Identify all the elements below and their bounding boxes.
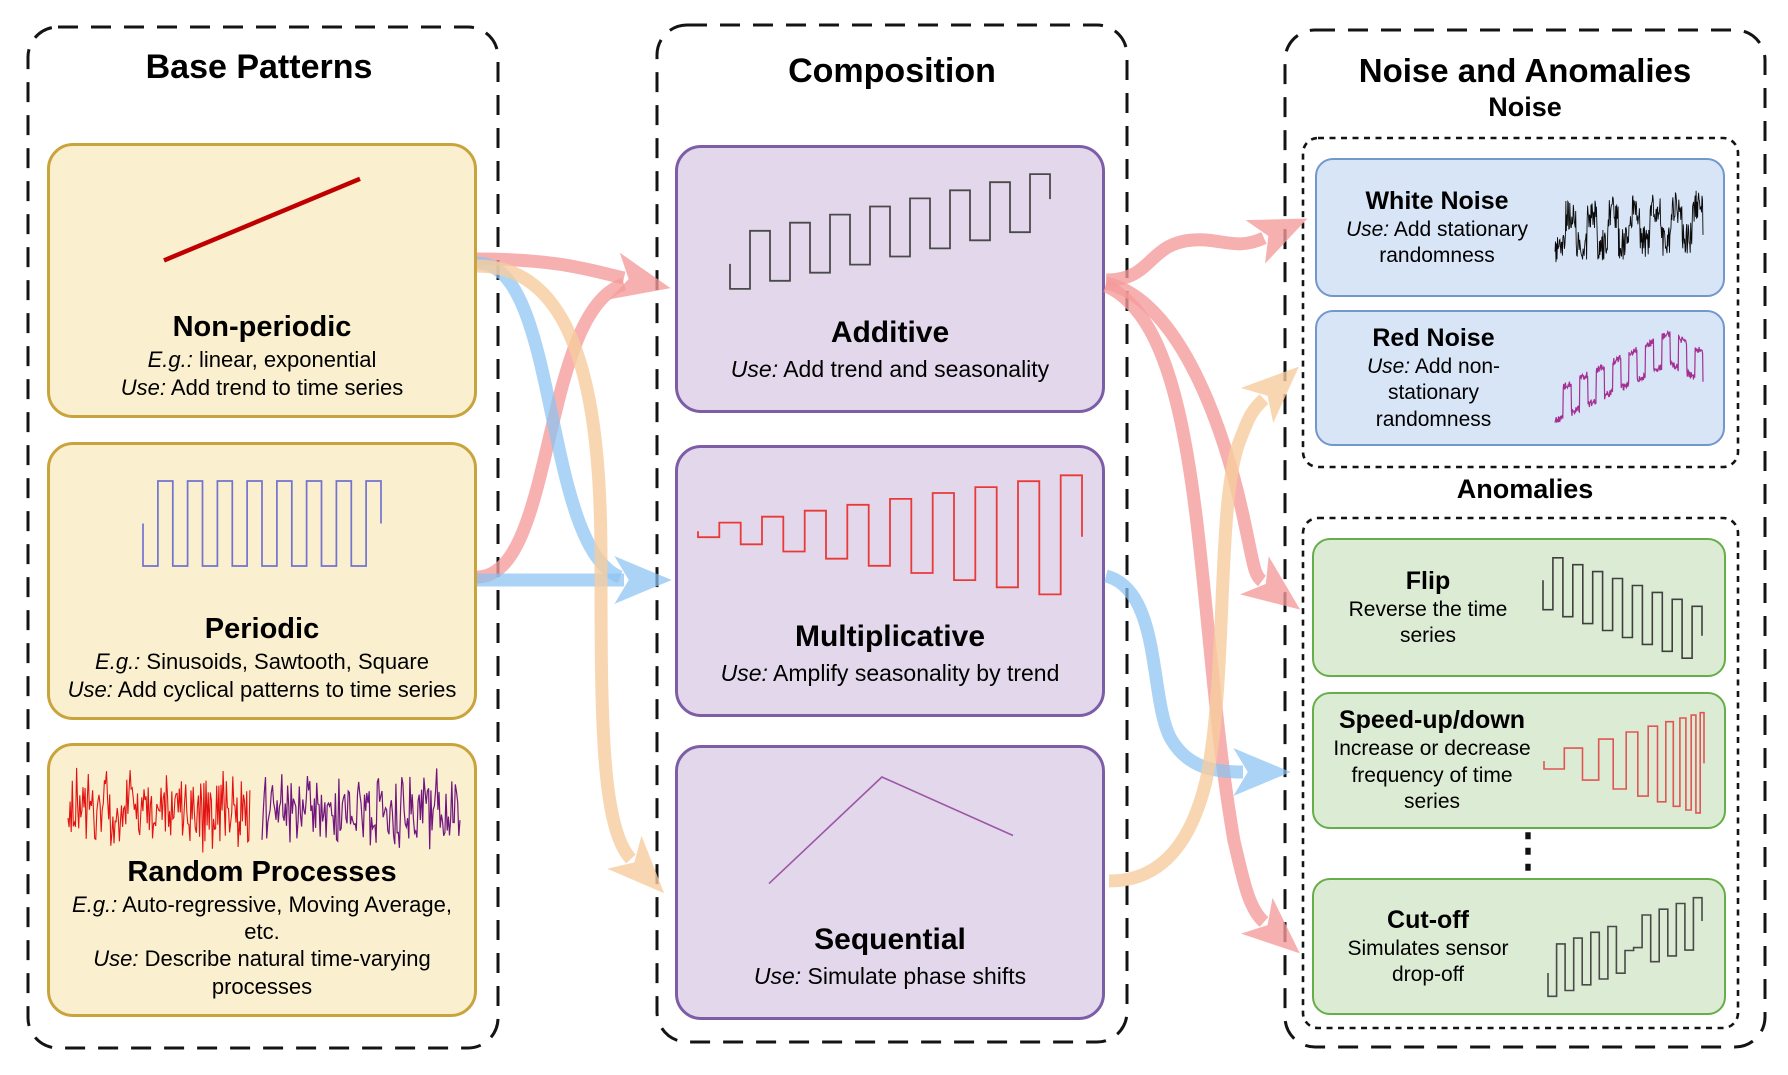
arrow-sequential-to-red-noise <box>1108 366 1299 888</box>
arrow-additive-to-flip <box>1104 276 1301 610</box>
use-text: Add cyclical patterns to time series <box>117 676 457 702</box>
non-periodic-box: Non-periodic E.g.: linear, exponential U… <box>47 143 477 418</box>
use-label: Use: <box>753 963 802 990</box>
red-noise-title: Red Noise <box>1372 323 1495 352</box>
arrow-additive-to-white-noise <box>1105 218 1308 287</box>
white-noise-wave-icon <box>1554 190 1704 263</box>
arrow-multiplicative-to-speed-up-down <box>1103 569 1291 796</box>
white-noise-title: White Noise <box>1365 186 1509 215</box>
red-noise-box: Red Noise Use: Add non-stationary random… <box>1315 310 1725 446</box>
peak-line-icon <box>768 776 1014 885</box>
arrow-non-periodic-to-additive <box>476 252 671 300</box>
rising-line-icon <box>163 176 361 263</box>
eg-label: E.g.: <box>95 649 141 675</box>
eg-text: Sinusoids, Sawtooth, Square <box>146 649 429 675</box>
use-text: Add trend and seasonality <box>783 356 1050 383</box>
use-label: Use: <box>67 676 113 702</box>
noise-pair-icon <box>67 767 461 853</box>
speed-up-down-text: Speed-up/down Increase or decrease frequ… <box>1328 705 1536 815</box>
speed-up-down-desc: Increase or decrease frequency of time s… <box>1333 737 1531 814</box>
use-text: Describe natural time-varying processes <box>144 946 431 999</box>
additive-box: Additive Use: Add trend and seasonality <box>675 145 1105 413</box>
non-periodic-use: Use: Add trend to time series <box>121 374 404 401</box>
random-processes-box: Random Processes E.g.: Auto-regressive, … <box>47 743 477 1017</box>
cut-off-text: Cut-off Simulates sensor drop-off <box>1328 905 1528 989</box>
multiplicative-title: Multiplicative <box>794 620 986 654</box>
cut-off-desc: Simulates sensor drop-off <box>1347 936 1509 986</box>
non-periodic-eg: E.g.: linear, exponential <box>148 346 377 373</box>
white-noise-text: White Noise Use: Add stationary randomne… <box>1331 186 1543 270</box>
square-wave-icon <box>142 480 382 567</box>
multiplicative-box: Multiplicative Use: Amplify seasonality … <box>675 445 1105 717</box>
ellipsis-dots: ⋮ <box>1508 825 1548 877</box>
use-text: Amplify seasonality by trend <box>773 660 1060 687</box>
arrow-additive-to-cut-off <box>1103 280 1300 954</box>
eg-text: Auto-regressive, Moving Average, etc. <box>122 891 452 945</box>
additive-title: Additive <box>830 316 950 350</box>
sequential-use: Use: Simulate phase shifts <box>754 962 1026 991</box>
use-text: Add trend to time series <box>170 374 404 400</box>
cut-off-box: Cut-off Simulates sensor drop-off <box>1312 878 1726 1015</box>
flip-box: Flip Reverse the time series <box>1312 538 1726 677</box>
multiplicative-use: Use: Amplify seasonality by trend <box>721 659 1060 688</box>
flip-title: Flip <box>1405 566 1451 595</box>
flip-text: Flip Reverse the time series <box>1328 566 1528 650</box>
noise-subtitle: Noise <box>1488 92 1562 122</box>
square-speedup-icon <box>1543 711 1705 814</box>
white-noise-box: White Noise Use: Add stationary randomne… <box>1315 158 1725 297</box>
random-processes-use: Use: Describe natural time-varying proce… <box>60 945 464 1000</box>
use-label: Use: <box>1366 354 1411 378</box>
red-noise-use: Use: Add non-stationary randomness <box>1331 354 1536 433</box>
speed-up-down-box: Speed-up/down Increase or decrease frequ… <box>1312 692 1726 829</box>
square-rising-icon <box>729 173 1051 290</box>
use-label: Use: <box>720 660 768 687</box>
random-processes-eg: E.g.: Auto-regressive, Moving Average, e… <box>60 891 464 946</box>
use-label: Use: <box>730 356 779 383</box>
white-noise-use: Use: Add stationary randomness <box>1331 217 1543 270</box>
additive-use: Use: Add trend and seasonality <box>731 355 1049 384</box>
red-noise-wave-icon <box>1554 330 1704 424</box>
flip-desc: Reverse the time series <box>1348 597 1508 647</box>
random-processes-title: Random Processes <box>127 855 397 888</box>
composition-title: Composition <box>788 52 996 90</box>
use-text: Simulate phase shifts <box>807 963 1027 990</box>
noise-anomalies-title: Noise and Anomalies <box>1358 52 1692 89</box>
periodic-title: Periodic <box>204 613 320 646</box>
periodic-use: Use: Add cyclical patterns to time serie… <box>68 676 457 703</box>
eg-text: linear, exponential <box>199 347 377 373</box>
arrow-non-periodic-to-sequential <box>476 259 665 894</box>
sequential-box: Sequential Use: Simulate phase shifts <box>675 745 1105 1020</box>
use-label: Use: <box>1345 217 1390 241</box>
square-falling-icon <box>1542 556 1703 659</box>
sequential-title: Sequential <box>814 923 966 957</box>
square-cutoff-icon <box>1547 896 1703 997</box>
use-text: Add stationary randomness <box>1379 217 1529 267</box>
anomalies-subtitle: Anomalies <box>1456 474 1594 504</box>
arrow-periodic-to-additive <box>476 277 627 584</box>
speed-up-down-title: Speed-up/down <box>1338 706 1526 735</box>
non-periodic-title: Non-periodic <box>172 311 352 344</box>
use-label: Use: <box>93 946 139 972</box>
base-patterns-title: Base Patterns <box>145 48 373 86</box>
use-label: Use: <box>120 374 166 400</box>
periodic-eg: E.g.: Sinusoids, Sawtooth, Square <box>95 648 429 675</box>
square-growing-icon <box>697 474 1083 596</box>
cut-off-title: Cut-off <box>1387 905 1469 934</box>
red-noise-text: Red Noise Use: Add non-stationary random… <box>1331 323 1536 433</box>
eg-label: E.g.: <box>147 347 193 373</box>
eg-label: E.g.: <box>72 891 118 917</box>
arrow-non-periodic-to-multiplicative <box>476 256 624 584</box>
periodic-box: Periodic E.g.: Sinusoids, Sawtooth, Squa… <box>47 442 477 720</box>
